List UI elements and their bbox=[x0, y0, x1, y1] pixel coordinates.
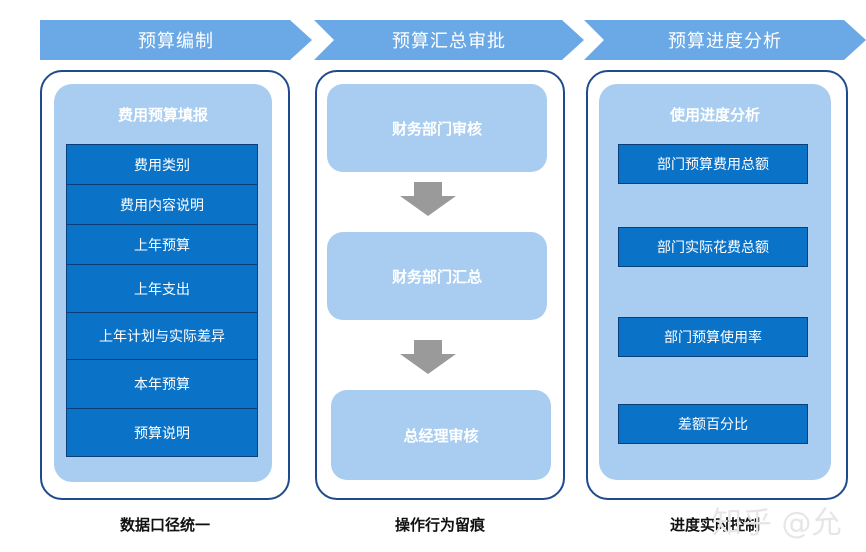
metric-department-actual-spend-total: 部门实际花费总额 bbox=[618, 227, 808, 267]
field-expense-description: 费用内容说明 bbox=[66, 184, 258, 225]
field-last-year-budget: 上年预算 bbox=[66, 224, 258, 265]
stage-header-budget-preparation: 预算编制 bbox=[40, 20, 312, 60]
step-finance-summary: 财务部门汇总 bbox=[327, 232, 547, 320]
field-last-year-spending: 上年支出 bbox=[66, 264, 258, 313]
field-plan-vs-actual-variance: 上年计划与实际差异 bbox=[66, 312, 258, 360]
stage-title: 预算汇总审批 bbox=[392, 31, 506, 52]
budget-entry-title: 费用预算填报 bbox=[117, 106, 208, 124]
field-expense-category: 费用类别 bbox=[66, 144, 258, 185]
chevron-shape bbox=[40, 20, 312, 60]
down-arrow-icon bbox=[400, 182, 456, 216]
metric-variance-percentage: 差额百分比 bbox=[618, 404, 808, 444]
stage-title: 预算编制 bbox=[138, 31, 214, 52]
progress-analysis-title: 使用进度分析 bbox=[669, 106, 760, 124]
stage-header-budget-approval: 预算汇总审批 bbox=[314, 20, 584, 60]
metric-department-budget-usage-rate: 部门预算使用率 bbox=[618, 317, 808, 357]
down-arrow-icon bbox=[400, 340, 456, 374]
stage-header-progress-analysis: 预算进度分析 bbox=[584, 20, 866, 60]
caption-progress-analysis: 进度实时控制 bbox=[669, 516, 760, 534]
field-budget-notes: 预算说明 bbox=[66, 408, 258, 457]
metric-department-budget-total: 部门预算费用总额 bbox=[618, 144, 808, 184]
caption-budget-approval: 操作行为留痕 bbox=[394, 516, 485, 534]
caption-budget-preparation: 数据口径统一 bbox=[119, 516, 210, 534]
stage-title: 预算进度分析 bbox=[668, 31, 782, 52]
field-this-year-budget: 本年预算 bbox=[66, 359, 258, 409]
step-general-manager-review: 总经理审核 bbox=[331, 390, 551, 480]
step-finance-review: 财务部门审核 bbox=[327, 84, 547, 172]
chevron-shape bbox=[584, 20, 866, 60]
watermark: 知乎 @允 bbox=[712, 506, 842, 541]
chevron-shape bbox=[314, 20, 584, 60]
